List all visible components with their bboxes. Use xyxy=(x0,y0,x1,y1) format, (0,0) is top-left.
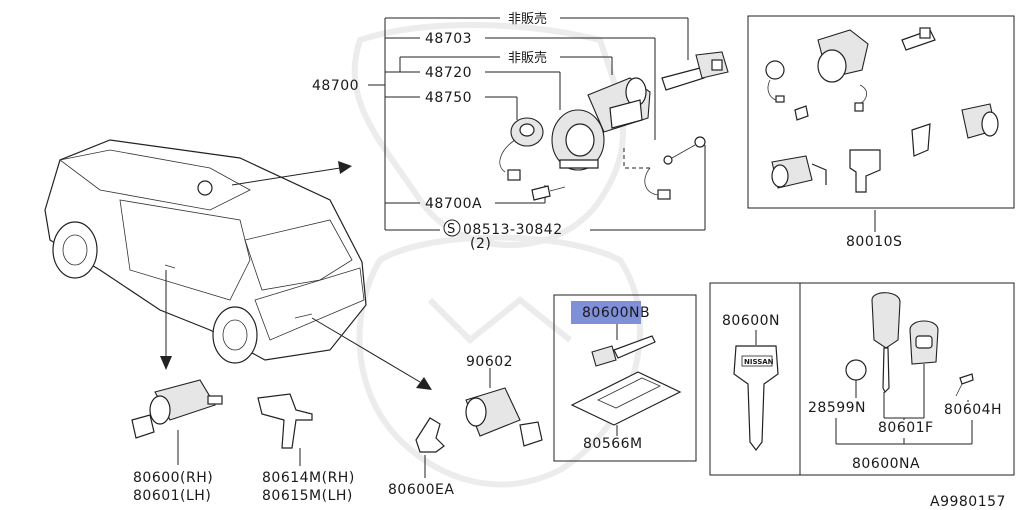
label-48750: 48750 xyxy=(425,90,472,106)
label-80600-rh: 80600(RH) xyxy=(133,470,213,486)
label-80601-lh: 80601(LH) xyxy=(133,488,211,504)
highlight-80600NB xyxy=(571,301,641,324)
ignition-knob-ring xyxy=(551,109,605,171)
vehicle-illustration xyxy=(44,139,367,364)
key-set-leaders xyxy=(835,364,973,445)
label-48703: 48703 xyxy=(425,31,472,47)
label-48700A: 48700A xyxy=(425,196,482,212)
diagram-id: A9980157 xyxy=(930,494,1006,510)
key-screw xyxy=(955,373,974,397)
label-48700: 48700 xyxy=(312,78,359,94)
label-80601F: 80601F xyxy=(878,420,934,436)
door-lock-cylinder xyxy=(131,379,223,439)
box-lock-set xyxy=(747,15,1015,209)
label-80614M-rh: 80614M(RH) xyxy=(262,470,355,486)
nissan-key-badge xyxy=(741,355,773,367)
tailgate-lock-cylinder xyxy=(465,387,543,447)
box-key-blank xyxy=(553,294,697,462)
nissan-key-blank: NISSAN xyxy=(733,345,779,451)
ignition-lock-cylinder xyxy=(587,77,651,133)
label-90602: 90602 xyxy=(466,354,513,370)
label-80600NB: 80600NB xyxy=(582,305,650,321)
label-not-for-sale-mid: 非販売 xyxy=(508,50,547,66)
door-rod-clip xyxy=(257,393,313,449)
ignition-bracket xyxy=(368,17,706,231)
label-screw-symbol: S xyxy=(447,222,456,237)
label-screw-qty: (2) xyxy=(470,236,491,252)
lock-set-parts xyxy=(765,27,999,193)
ignition-illumination-lamp xyxy=(499,117,544,181)
label-80615M-lh: 80615M(LH) xyxy=(262,488,353,504)
label-48720: 48720 xyxy=(425,65,472,81)
ignition-harness xyxy=(623,136,706,200)
label-80600EA: 80600EA xyxy=(388,482,454,498)
screw-symbol-circle xyxy=(443,219,461,237)
arrow-to-door-cylinder xyxy=(160,270,172,370)
label-28599N: 28599N xyxy=(808,400,866,416)
label-80604H: 80604H xyxy=(944,402,1002,418)
arrow-to-tailgate-cylinder xyxy=(311,317,432,390)
arrow-to-ignition xyxy=(231,161,352,186)
nissan-key-brand: NISSAN xyxy=(744,358,774,366)
key-battery xyxy=(845,359,867,381)
key-blank-small xyxy=(591,335,656,367)
label-80600N: 80600N xyxy=(722,313,780,329)
ignition-screw xyxy=(531,185,566,201)
label-08513-30842: 08513-30842 xyxy=(463,222,563,238)
remote-key-b xyxy=(909,320,939,365)
label-80010S: 80010S xyxy=(846,234,902,250)
ignition-key-blank xyxy=(661,51,729,91)
label-not-for-sale-top: 非販売 xyxy=(508,11,547,27)
tailgate-rod-clip xyxy=(415,417,445,453)
remote-key-a xyxy=(871,292,901,394)
key-card-holder xyxy=(570,371,682,426)
label-80566M: 80566M xyxy=(583,436,643,452)
label-80600NA: 80600NA xyxy=(852,456,920,472)
box-key-set xyxy=(709,282,1015,476)
